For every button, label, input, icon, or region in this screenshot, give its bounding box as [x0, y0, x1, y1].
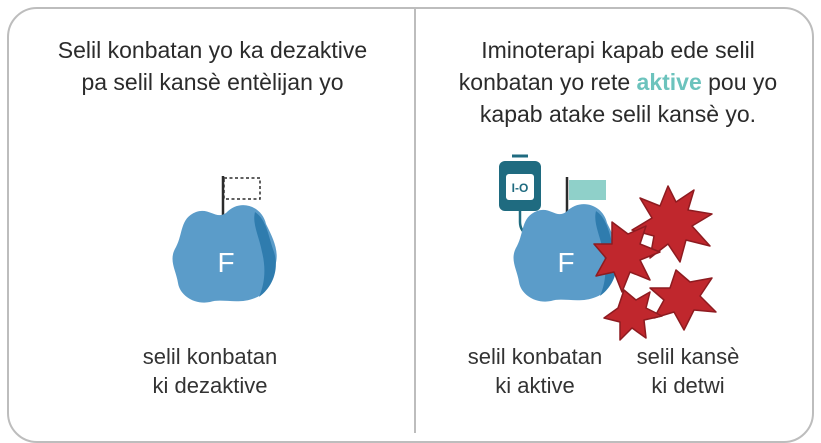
- cancer-cell-icon: [649, 269, 717, 331]
- cancer-caption-line-1: selil kansè: [636, 344, 740, 369]
- left-caption-line-2: ki dezaktive: [152, 373, 268, 398]
- left-panel-title: Selil konbatan yo ka dezaktive pa selil …: [20, 34, 405, 98]
- aktive-highlight: aktive: [636, 69, 702, 95]
- flag-filled-icon: [565, 177, 606, 214]
- cancer-cell-icon: [603, 289, 663, 341]
- right-title-line-3: kapab atake selil kansè yo.: [479, 101, 757, 127]
- iv-bag-label: I-O: [512, 181, 529, 195]
- immune-cell-icon: F: [172, 205, 277, 303]
- left-caption: selil konbatan ki dezaktive: [100, 342, 320, 400]
- active-caption-line-1: selil konbatan: [467, 344, 603, 369]
- right-title-line-2-after: pou yo: [701, 69, 778, 95]
- active-caption-line-2: ki aktive: [495, 373, 575, 398]
- right-title-line-2-before: konbatan yo rete: [458, 69, 637, 95]
- right-title-line-1: Iminoterapi kapab ede selil: [481, 37, 755, 63]
- illustration: F I-O F: [172, 154, 717, 341]
- cancer-cell-caption: selil kansè ki detwi: [618, 342, 758, 400]
- right-title-line-2: konbatan yo rete aktive pou yo: [422, 66, 814, 98]
- right-cell-letter: F: [557, 247, 574, 278]
- right-panel-title: Iminoterapi kapab ede selil konbatan yo …: [422, 34, 814, 130]
- left-title-line-2: pa selil kansè entèlijan yo: [81, 69, 344, 95]
- iv-bag-icon: I-O: [499, 154, 541, 241]
- left-caption-line-1: selil konbatan: [142, 344, 278, 369]
- cancer-caption-line-2: ki detwi: [651, 373, 725, 398]
- panel-divider: [414, 7, 416, 433]
- active-cell-caption: selil konbatan ki aktive: [445, 342, 625, 400]
- left-cell-letter: F: [217, 247, 234, 278]
- flag-outline-icon: [221, 176, 261, 216]
- cancer-cell-icon: [593, 221, 661, 293]
- cancer-cell-icon: [631, 185, 713, 263]
- left-title-line-1: Selil konbatan yo ka dezaktive: [57, 37, 368, 63]
